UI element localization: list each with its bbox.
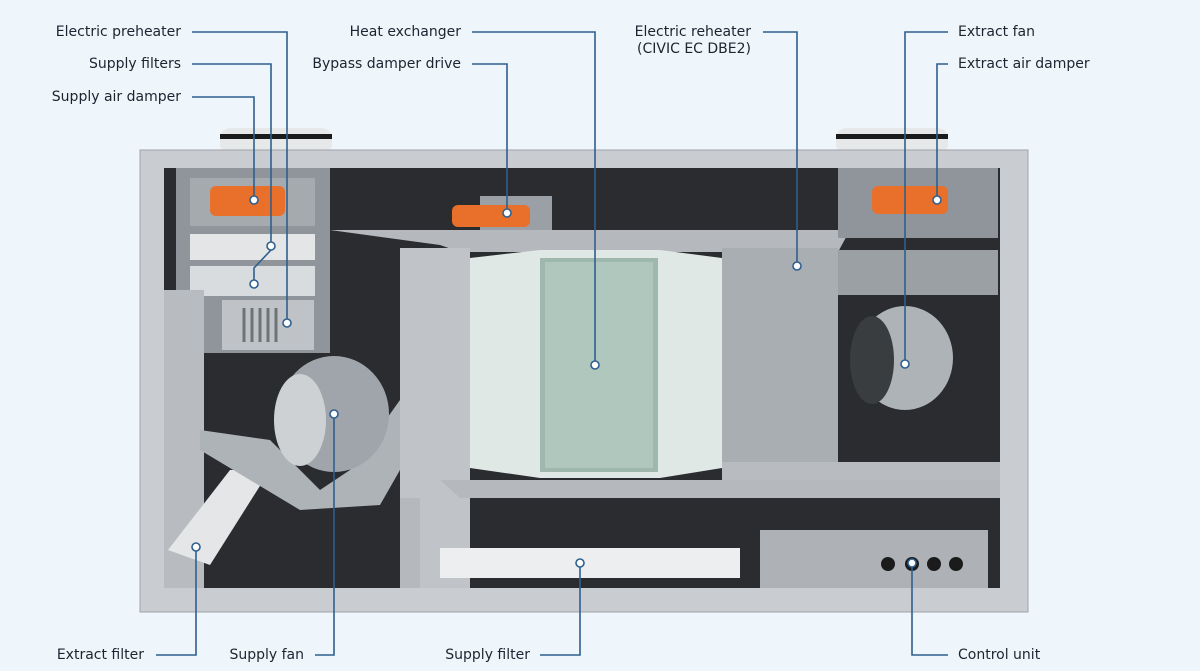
label-supply-filter: Supply filter [445, 647, 530, 663]
extract-spigot [836, 128, 948, 154]
label-supply-fan: Supply fan [229, 647, 304, 663]
leader-dots [191, 195, 942, 568]
electric-reheater-model: (CIVIC EC DBE2) [637, 41, 751, 57]
bypass-damper-drive [452, 205, 530, 227]
label-control-unit: Control unit [958, 647, 1041, 663]
electric-reheater [722, 248, 838, 468]
extract-air-damper [872, 186, 948, 214]
label-extract-fan: Extract fan [958, 24, 1035, 40]
control-unit [760, 530, 988, 588]
label-bypass-damper-drive: Bypass damper drive [312, 56, 461, 72]
label-heat-exchanger: Heat exchanger [349, 24, 461, 40]
label-electric-reheater: Electric reheater (CIVIC EC DBE2) [635, 24, 751, 58]
leader-lines [156, 31, 948, 656]
extract-filter [168, 470, 270, 565]
label-supply-filters: Supply filters [88, 56, 181, 72]
label-extract-air-damper: Extract air damper [958, 56, 1090, 72]
electric-reheater-name: Electric reheater [634, 24, 751, 40]
supply-filter [440, 548, 740, 578]
label-supply-air-damper: Supply air damper [51, 89, 181, 105]
supply-spigot [220, 128, 332, 154]
supply-filter-1 [190, 234, 315, 260]
label-electric-preheater: Electric preheater [55, 24, 181, 40]
label-extract-filter: Extract filter [56, 647, 144, 663]
